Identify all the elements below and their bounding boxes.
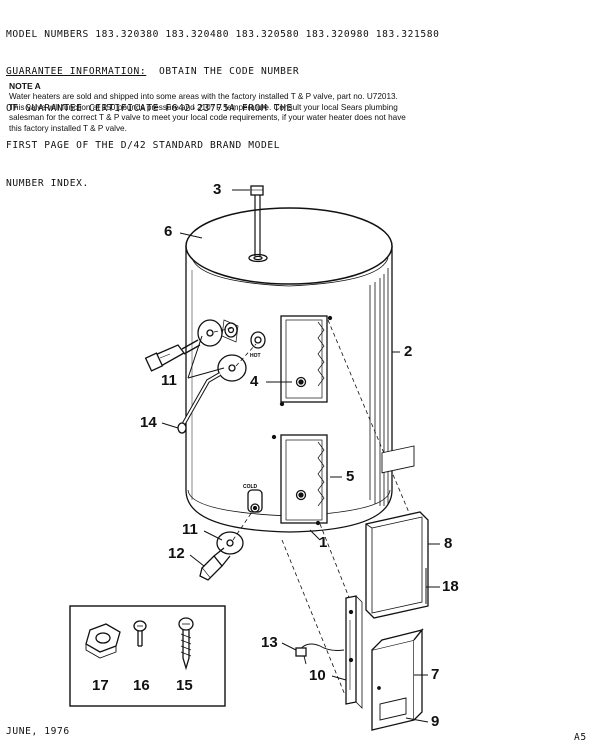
cold-label: COLD bbox=[243, 484, 258, 490]
upper-access-panel bbox=[279, 315, 333, 407]
callout-12: 12 bbox=[168, 545, 185, 562]
assembly-leaders bbox=[213, 319, 411, 696]
callout-9: 9 bbox=[431, 713, 440, 730]
callout-5: 5 bbox=[346, 468, 355, 485]
note-body: Water heaters are sold and shipped into … bbox=[9, 92, 605, 134]
callout-leaders bbox=[161, 189, 440, 723]
guarantee-line-1-rest: OBTAIN THE CODE NUMBER bbox=[146, 66, 300, 78]
tank-top bbox=[185, 207, 393, 287]
callout-13: 13 bbox=[261, 634, 278, 651]
callout-6: 6 bbox=[164, 223, 173, 240]
cold-inlet bbox=[247, 489, 263, 513]
callout-15: 15 bbox=[176, 677, 193, 694]
callout-14: 14 bbox=[140, 414, 157, 431]
callout-7: 7 bbox=[431, 666, 440, 683]
guarantee-heading: GUARANTEE INFORMATION: bbox=[6, 66, 147, 78]
guarantee-line-1: GUARANTEE INFORMATION: OBTAIN THE CODE N… bbox=[6, 66, 440, 78]
washer bbox=[197, 319, 223, 347]
note-line: salesman for the correct T & P valve to … bbox=[9, 113, 406, 123]
note-title: NOTE A bbox=[9, 81, 41, 91]
thermostat-wire bbox=[295, 643, 345, 665]
note-line: This valve will function at 150 pounds p… bbox=[9, 102, 398, 112]
guarantee-line-4: NUMBER INDEX. bbox=[6, 177, 89, 189]
washer bbox=[217, 354, 247, 382]
bracket bbox=[345, 595, 363, 709]
guarantee-line-2: OF GUARANTEE CERTIFICATE F642-23775A FRO… bbox=[6, 103, 293, 115]
guarantee-line-3: FIRST PAGE OF THE D/42 STANDARD BRAND MO… bbox=[6, 140, 281, 152]
thermostat-cover bbox=[365, 445, 429, 619]
machine-screw bbox=[133, 620, 147, 647]
callout-8: 8 bbox=[444, 535, 453, 552]
lower-cover bbox=[371, 628, 424, 731]
drain-pipe bbox=[177, 372, 222, 434]
note-line: Water heaters are sold and shipped into … bbox=[9, 92, 398, 101]
callout-11a: 11 bbox=[161, 372, 177, 389]
callout-16: 16 bbox=[133, 677, 150, 694]
tp-valve bbox=[144, 339, 201, 372]
footer-page-code: A5 bbox=[574, 732, 587, 743]
callout-4: 4 bbox=[250, 373, 259, 390]
hot-outlet-fittings bbox=[221, 319, 266, 349]
callout-2: 2 bbox=[404, 343, 413, 360]
hot-label: HOT bbox=[250, 353, 261, 359]
anode-rod bbox=[250, 185, 264, 256]
callout-18: 18 bbox=[442, 578, 459, 595]
hex-nut bbox=[85, 623, 121, 659]
callout-3: 3 bbox=[213, 181, 222, 198]
note-line: this factory installed T & P valve. bbox=[9, 123, 127, 133]
wood-screw bbox=[178, 617, 194, 671]
lower-access-panel bbox=[271, 434, 328, 526]
model-numbers-line: MODEL NUMBERS 183.320380 183.320480 183.… bbox=[6, 28, 440, 40]
callout-1: 1 bbox=[319, 534, 328, 551]
drain-valve bbox=[199, 547, 231, 581]
footer-date: JUNE, 1976 bbox=[6, 726, 70, 737]
callout-11b: 11 bbox=[182, 521, 198, 538]
callout-17: 17 bbox=[92, 677, 109, 694]
callout-10: 10 bbox=[309, 667, 326, 684]
header-block: MODEL NUMBERS 183.320380 183.320480 183.… bbox=[6, 4, 440, 215]
